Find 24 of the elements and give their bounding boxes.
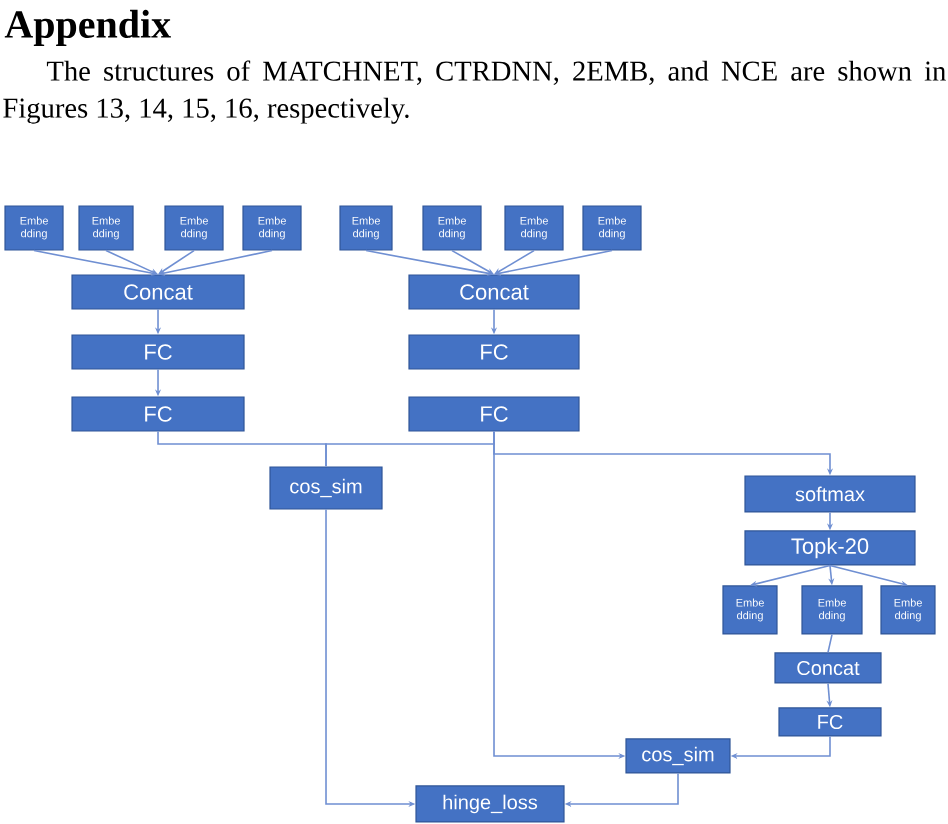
connector	[158, 249, 195, 275]
layer-box: Topk-20	[744, 530, 916, 566]
layer-box: FC	[71, 396, 245, 432]
layer-box: FC	[408, 334, 580, 370]
layer-box: softmax	[744, 475, 916, 513]
connector	[827, 633, 833, 654]
heading: Appendix	[4, 9, 171, 47]
layer-box: FC	[778, 707, 882, 737]
layer-box: hinge_loss	[415, 785, 565, 823]
connector	[750, 564, 831, 587]
connector	[105, 249, 158, 275]
connector	[158, 249, 273, 276]
paragraph: The structures of MATCHNET, CTRDNN, 2EMB, and NCE are shown in Figures 13, 14, 15, 16, respectively.	[3, 60, 946, 124]
layer-box: Concat	[71, 274, 245, 310]
connector	[494, 249, 613, 276]
connector	[451, 249, 494, 275]
connector	[494, 249, 535, 275]
layer-box: FC	[408, 396, 580, 432]
layer-box: Concat	[408, 274, 580, 310]
connector	[829, 564, 908, 587]
layer-box: cos_sim	[269, 466, 383, 510]
layer-box: FC	[71, 334, 245, 370]
layer-box: cos_sim	[625, 738, 731, 774]
layer-box: Concat	[774, 652, 882, 684]
